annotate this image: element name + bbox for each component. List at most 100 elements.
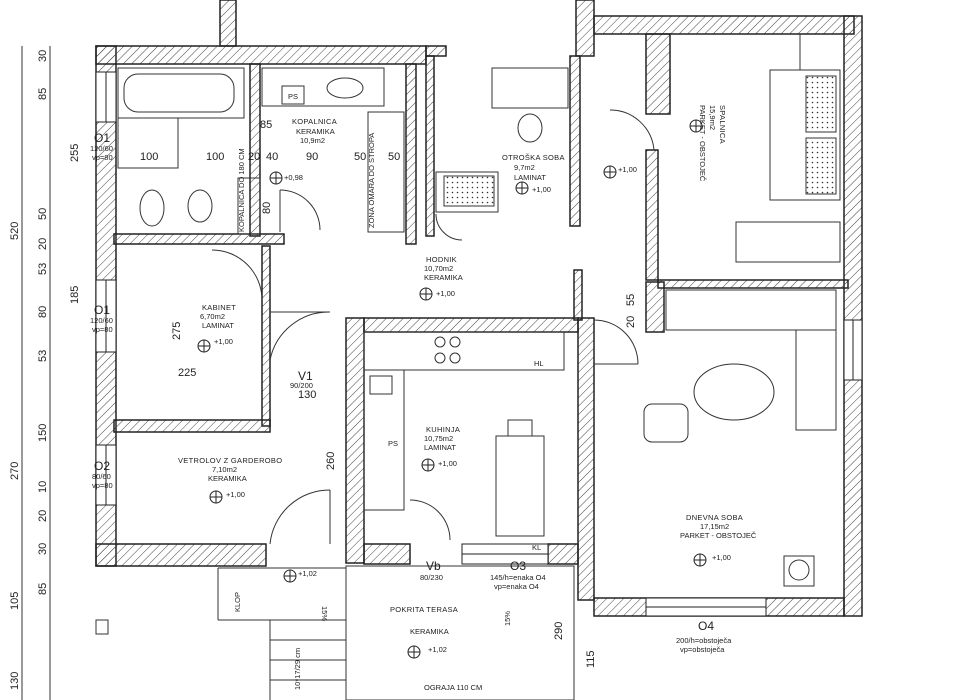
dim-130-door: 130 (298, 389, 316, 401)
room-name: HODNIK (426, 255, 457, 264)
window-o4-b: vp=obstoječa (680, 645, 725, 654)
room-name: KUHINJA (426, 425, 460, 434)
dim-255: 255 (69, 144, 81, 162)
room-area: 10,75m2 (424, 434, 453, 443)
room-kuhinja: KUHINJA 10,75m2 LAMINAT +1,00 (424, 425, 460, 468)
room-terasa: POKRITA TERASA KERAMIKA +1,02 (390, 605, 458, 654)
room-spalnica: SPALNICA 15,9m2 PARKET - OBSTOJEČ (698, 105, 727, 182)
window-o3-a: 145/h=enaka O4 (490, 573, 546, 582)
ps-kitchen: PS (388, 439, 398, 448)
room-level: +1,00 (712, 553, 731, 562)
living-furniture (593, 289, 837, 587)
room-kabinet: KABINET 6,70m2 LAMINAT +1,00 (200, 303, 236, 346)
dim-outer-270: 270 (9, 462, 21, 480)
room-finish: KERAMIKA (296, 127, 335, 136)
room-finish: LAMINAT (424, 443, 456, 452)
room-finish: PARKET - OBSTOJEČ (698, 105, 707, 182)
dim-80-bath: 80 (261, 202, 273, 214)
room-level: +1,00 (226, 490, 245, 499)
room-name: DNEVNA SOBA (686, 513, 743, 522)
room-kopalnica: KOPALNICA KERAMIKA 10,9m2 (292, 117, 337, 145)
dim-20: 20 (37, 238, 49, 250)
ps-bathroom: PS (288, 92, 298, 101)
walls (95, 0, 863, 617)
door-vb-size: 80/230 (420, 573, 443, 582)
room-finish: KERAMIKA (410, 627, 449, 636)
room-name: OTROŠKA SOBA (502, 153, 565, 162)
otroska-furniture (435, 67, 569, 241)
slope-1: 15% (320, 606, 329, 621)
dim-90: 90 (306, 151, 318, 163)
doors (211, 109, 655, 545)
room-area: 10,70m2 (424, 264, 453, 273)
slope-2: 15% (503, 611, 512, 626)
room-level: +1,00 (214, 337, 233, 346)
level-markers (197, 119, 707, 659)
size: 120/60 (90, 316, 113, 325)
room-finish: LAMINAT (202, 321, 234, 330)
dim-50: 50 (37, 208, 49, 220)
spalnica-furniture (735, 34, 841, 263)
dim-53a: 53 (37, 263, 49, 275)
label: O1 (94, 303, 110, 317)
room-area: 9,7m2 (514, 163, 535, 172)
window-o3: O3 (510, 559, 526, 573)
hl-label: HL (534, 359, 544, 368)
klop-label: KLOP (233, 592, 242, 612)
dim-290: 290 (553, 622, 565, 640)
level-bedroom-door: +1,00 (618, 165, 637, 174)
room-name: SPALNICA (718, 105, 727, 144)
dim-100b: 100 (206, 151, 224, 163)
dim-30b: 30 (37, 543, 49, 555)
kitchen-furniture (363, 331, 565, 541)
dim-outer-520: 520 (9, 222, 21, 240)
level-entry: +1,02 (298, 569, 317, 578)
room-name: KABINET (202, 303, 236, 312)
level-098: +0,98 (284, 173, 303, 182)
size: 80/60 (92, 472, 111, 481)
window-o1-mid: O1 120/60 vp=80 (90, 303, 113, 334)
room-level: +1,02 (428, 645, 447, 654)
dim-260: 260 (325, 452, 337, 470)
dim-185: 185 (69, 286, 81, 304)
room-level: +1,00 (438, 459, 457, 468)
dim-50a: 50 (354, 151, 366, 163)
dim-53b: 53 (37, 350, 49, 362)
dim-275: 275 (171, 322, 183, 340)
room-area: 6,70m2 (200, 312, 225, 321)
label: O2 (94, 459, 110, 473)
dim-20b: 20 (625, 316, 637, 328)
room-vetrolov: VETROLOV Z GARDEROBO 7,10m2 KERAMIKA +1,… (178, 456, 282, 499)
room-level: +1,00 (532, 185, 551, 194)
door-v1: V1 (298, 369, 313, 383)
dim-130: 130 (9, 672, 21, 690)
room-hodnik: HODNIK 10,70m2 KERAMIKA +1,00 (424, 255, 463, 298)
dim-40: 40 (266, 151, 278, 163)
dim-150: 150 (37, 424, 49, 442)
door-v1-size: 90/200 (290, 381, 313, 390)
kl-label: KL (532, 543, 541, 552)
room-area: 10,9m2 (300, 136, 325, 145)
dim-50b: 50 (388, 151, 400, 163)
room-finish: LAMINAT (514, 173, 546, 182)
vp: vp=80 (92, 153, 113, 162)
dim-30a: 30 (37, 50, 49, 62)
room-area: 15,9m2 (708, 105, 717, 130)
windows (95, 71, 863, 617)
window-o4: O4 (698, 619, 714, 633)
vp: vp=80 (92, 325, 113, 334)
dim-225: 225 (178, 367, 196, 379)
stairs-label: 10*17/29 cm (293, 648, 302, 690)
label: O1 (94, 131, 110, 145)
dim-100a: 100 (140, 151, 158, 163)
room-area: 17,15m2 (700, 522, 729, 531)
room-area: 7,10m2 (212, 465, 237, 474)
room-dnevna: DNEVNA SOBA 17,15m2 PARKET - OBSTOJEČ +1… (680, 513, 757, 562)
dim-85b: 85 (37, 583, 49, 595)
room-name: VETROLOV Z GARDEROBO (178, 456, 282, 465)
dim-10: 10 (37, 481, 49, 493)
ograja-label: OGRAJA 110 CM (424, 683, 482, 692)
size: 120/60 (90, 144, 113, 153)
room-finish: PARKET - OBSTOJEČ (680, 531, 757, 540)
